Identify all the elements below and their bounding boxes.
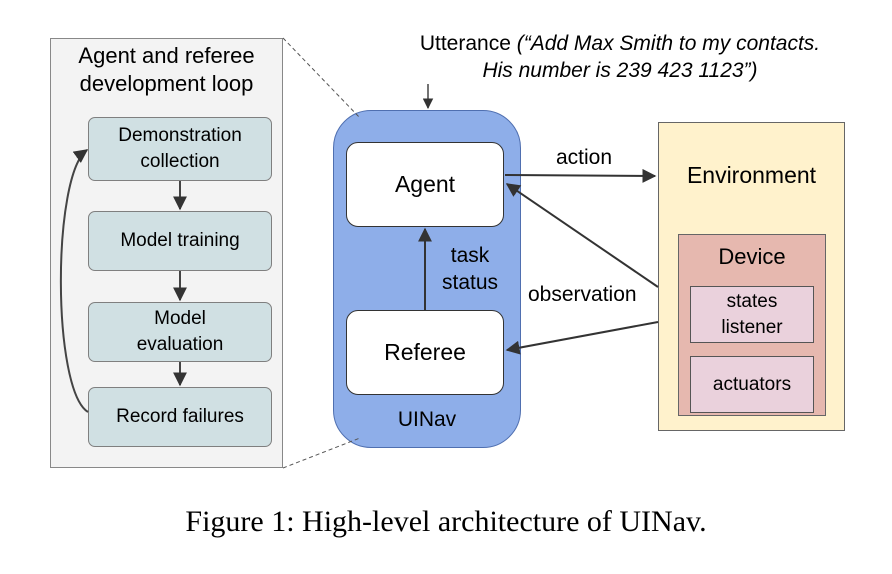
actuators-label: actuators bbox=[712, 373, 792, 395]
action-label: action bbox=[556, 146, 613, 169]
device-label: Device bbox=[718, 244, 786, 269]
utterance-prefix: Utterance bbox=[419, 32, 517, 55]
uinav-label: UINav bbox=[397, 408, 457, 431]
development-loop-title: Agent and referee development loop bbox=[50, 42, 283, 98]
step-label-line2: evaluation bbox=[136, 334, 224, 355]
step-label: Model training bbox=[120, 230, 240, 251]
arrow-observation-to-referee bbox=[505, 321, 659, 355]
figure-caption: Figure 1: High-level architecture of UIN… bbox=[185, 505, 707, 538]
loop-title-line1: Agent and referee bbox=[78, 43, 255, 68]
step-label-line1: Model bbox=[154, 308, 206, 329]
environment-label: Environment bbox=[686, 162, 817, 188]
step-record-failures: Record failures bbox=[88, 387, 272, 447]
step-label-line1: Demonstration bbox=[118, 125, 242, 146]
referee-box: Referee bbox=[346, 310, 504, 395]
arrow-observation-to-agent bbox=[505, 183, 659, 288]
arrow-loop-back bbox=[59, 149, 89, 413]
actuators-box: actuators bbox=[690, 356, 814, 413]
task-status-line1: task bbox=[450, 244, 490, 267]
loop-title-line2: development loop bbox=[79, 71, 254, 96]
utterance-quote-line2: His number is 239 423 1123”) bbox=[482, 59, 758, 82]
utterance-text: Utterance (“Add Max Smith to my contacts… bbox=[370, 30, 870, 84]
observation-label: observation bbox=[528, 281, 637, 308]
agent-box: Agent bbox=[346, 142, 504, 227]
agent-label: Agent bbox=[394, 171, 456, 197]
states-label-line1: states bbox=[726, 290, 778, 312]
states-listener-box: states listener bbox=[690, 286, 814, 343]
step-demonstration-collection: Demonstration collection bbox=[88, 117, 272, 181]
step-label-line2: collection bbox=[140, 151, 220, 172]
zoom-line-bottom bbox=[282, 437, 361, 469]
referee-label: Referee bbox=[384, 339, 466, 365]
task-status-label: task status bbox=[440, 242, 500, 296]
states-label-line2: listener bbox=[721, 316, 783, 338]
arrow-action bbox=[504, 168, 657, 183]
step-model-evaluation: Model evaluation bbox=[88, 302, 272, 362]
utterance-quote-line1: (“Add Max Smith to my contacts. bbox=[516, 32, 821, 55]
task-status-line2: status bbox=[441, 271, 499, 294]
step-model-training: Model training bbox=[88, 211, 272, 271]
step-label: Record failures bbox=[116, 406, 244, 427]
zoom-line-top bbox=[282, 37, 361, 119]
